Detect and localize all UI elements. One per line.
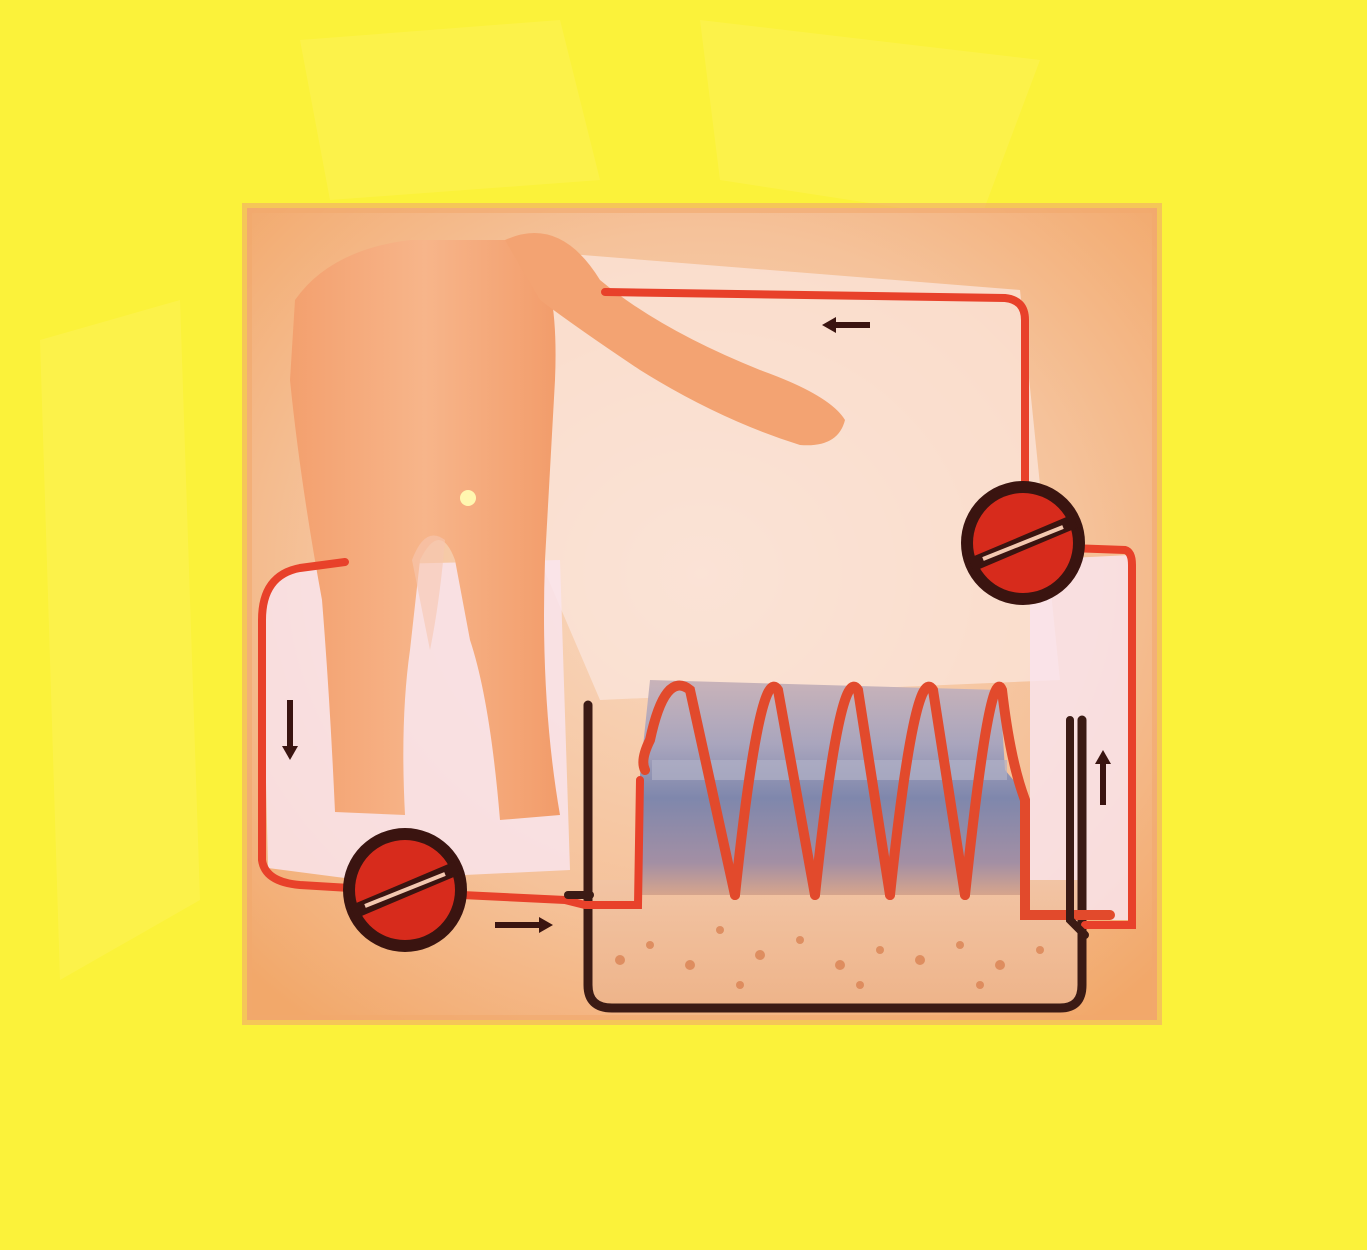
pump-icon bbox=[343, 828, 467, 952]
pump-icon bbox=[961, 481, 1085, 605]
